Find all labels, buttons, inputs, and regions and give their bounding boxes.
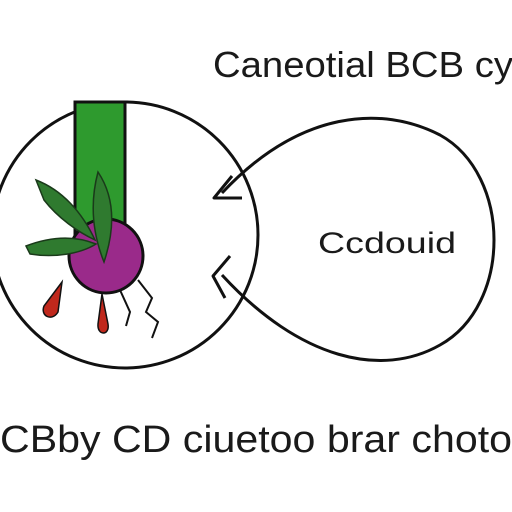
leaf-bottom bbox=[24, 237, 98, 257]
leaf-right bbox=[92, 170, 113, 265]
arrow-upper-icon bbox=[212, 175, 242, 200]
arrow-lower-icon bbox=[211, 255, 232, 299]
drop-center bbox=[97, 293, 109, 334]
top-label: Caneotial BCB cy bbox=[213, 44, 512, 85]
strand-bottom bbox=[119, 289, 132, 327]
center-label: Ccdouid bbox=[318, 227, 456, 260]
right-loop bbox=[220, 116, 496, 362]
leaf-left bbox=[34, 178, 97, 242]
strand-right bbox=[137, 279, 160, 339]
bottom-label: CBby CD ciuetoo brar choto bbox=[0, 419, 512, 461]
plant-icon bbox=[24, 100, 160, 339]
drop-left bbox=[42, 279, 64, 318]
